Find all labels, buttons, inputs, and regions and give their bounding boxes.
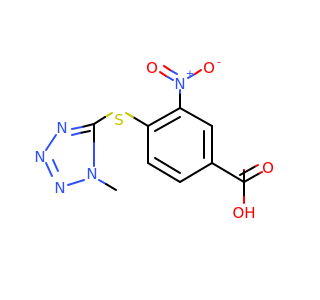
acid-hydroxyl-label: OH: [232, 204, 255, 222]
thioether-linkage: S: [93, 111, 149, 129]
tetrazole-n3-label: N: [56, 119, 67, 137]
bond-c1-c2: [147, 107, 181, 127]
tetrazole-n2-label: N: [34, 148, 45, 166]
nitro-nitrogen-label: N: [174, 75, 185, 93]
bond-n-o-left-b: [159, 71, 167, 77]
tetrazole-methyl-n-label: N: [86, 165, 97, 183]
bond-c5-n4-inner-a: [79, 130, 91, 134]
bond-n-o-right-b: [194, 69, 202, 75]
bond-c4-c5: [179, 162, 213, 183]
chemical-structure-diagram: N + O O - O OH S: [34, 58, 274, 223]
bond-n3-n2: [45, 162, 53, 177]
bond-ring-s-b: [125, 112, 134, 118]
nitro-oxygen-right-label: O: [203, 59, 215, 77]
benzene-ring: [147, 107, 213, 183]
bond-c5-n4-inner-b: [71, 132, 81, 136]
bond-c5-n4-a: [81, 123, 95, 128]
bond-c-o-double2-b: [259, 171, 263, 174]
nitro-group: N + O O -: [146, 58, 221, 109]
nitro-oxygen-right-charge: -: [217, 58, 221, 69]
bond-n2-n1: [67, 179, 85, 186]
sulfur-label: S: [114, 111, 124, 129]
carboxylic-acid-group: O OH: [211, 159, 274, 222]
nitro-nitrogen-charge: +: [186, 69, 194, 80]
bond-n-o-right-a: [187, 73, 196, 79]
nitro-oxygen-left-label: O: [146, 59, 158, 77]
bond-n-o-left2-b: [163, 65, 171, 71]
bond-c5-n4-b: [71, 126, 83, 130]
acid-oxygen-double-label: O: [262, 159, 274, 177]
bond-ring-cooh: [211, 162, 245, 183]
tetrazole-ring: N N N N: [34, 119, 117, 197]
bond-n1-methyl-b: [105, 183, 117, 191]
bond-c-o-double3-a: [239, 165, 257, 176]
bond-s-tetrazole-a: [104, 112, 113, 118]
bond-n-o-left2-a: [169, 69, 178, 75]
tetrazole-n1-label: N: [54, 179, 65, 197]
bond-n4-n3: [45, 134, 57, 151]
bond-c5-c6: [147, 162, 181, 183]
bond-c5-c6-inner: [154, 157, 181, 174]
bond-ring-s-a: [132, 116, 149, 127]
bond-c1-c2-inner: [154, 116, 181, 132]
bond-c2-c3: [179, 107, 213, 127]
bond-s-tetrazole-b: [93, 116, 106, 125]
bond-c-o-double3-b: [255, 164, 259, 167]
bond-n3-n2-inner: [52, 159, 59, 172]
bond-n-o-left-a: [165, 75, 174, 81]
bond-c-o-double2-a: [243, 172, 261, 183]
bond-n1-methyl-a: [98, 179, 107, 185]
